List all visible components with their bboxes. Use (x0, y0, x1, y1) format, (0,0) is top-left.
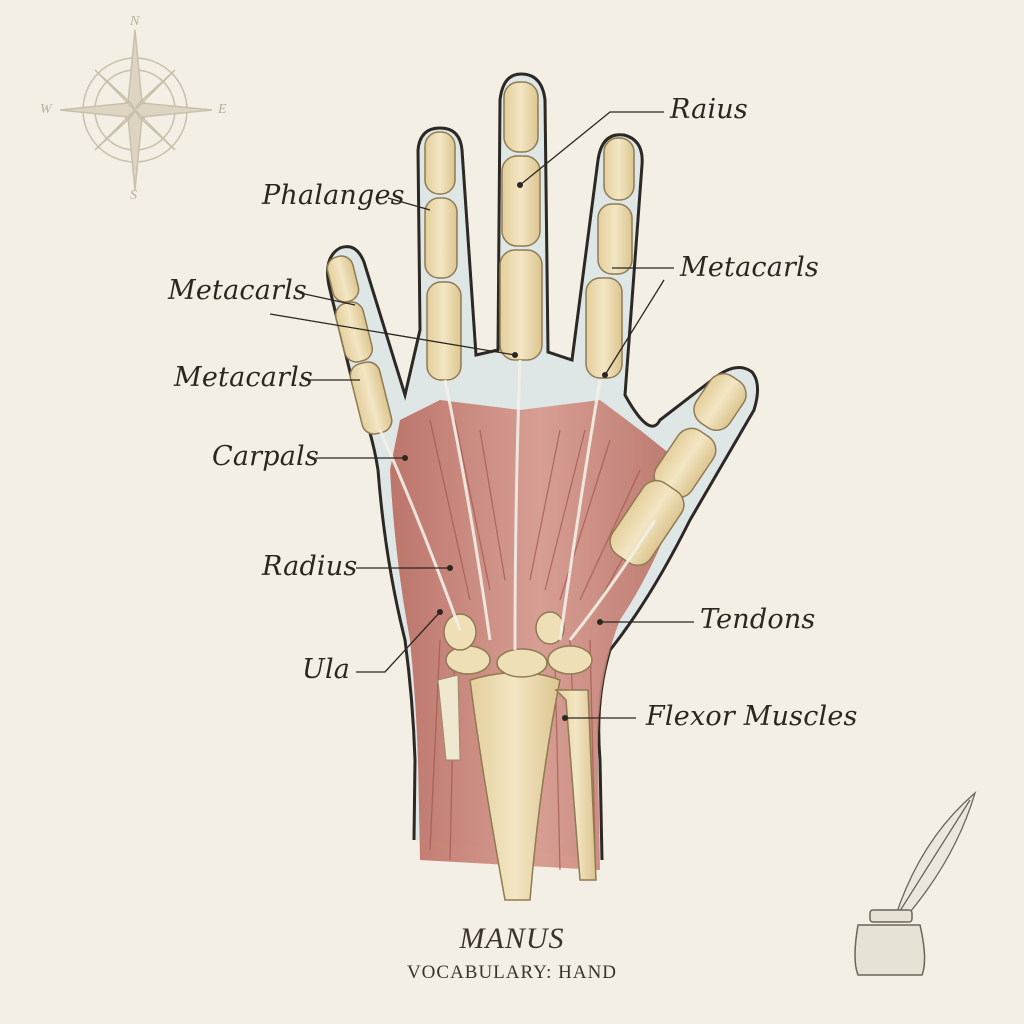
carpal-bones (443, 611, 593, 678)
label-metacarls-left: Metacarls (168, 275, 307, 306)
ulna-bone (554, 689, 597, 881)
page-title: MANUS (459, 922, 565, 955)
label-phalanges: Phalanges (262, 180, 405, 211)
compass-east-letter: E (218, 102, 227, 117)
quill-pen-icon (894, 791, 977, 919)
label-radius: Radius (262, 551, 358, 582)
compass-south-letter: S (130, 188, 137, 203)
label-flexor-muscles: Flexor Muscles (646, 701, 858, 732)
compass-west-letter: W (40, 102, 52, 117)
compass-north-letter: N (130, 14, 140, 29)
leader-lines (269, 111, 694, 719)
page-subtitle: VOCABULARY: HAND (406, 962, 618, 983)
label-ula: Ula (302, 654, 351, 685)
label-tendons: Tendons (700, 604, 816, 635)
label-carpals: Carpals (212, 441, 319, 472)
label-raius: Raius (670, 94, 748, 125)
compass-rose-icon (59, 29, 213, 191)
finger-bones (326, 81, 747, 567)
tendons (378, 359, 657, 651)
label-metacarls-lower: Metacarls (174, 362, 313, 393)
label-metacarls-right: Metacarls (680, 252, 819, 283)
inkwell-icon (854, 909, 926, 976)
